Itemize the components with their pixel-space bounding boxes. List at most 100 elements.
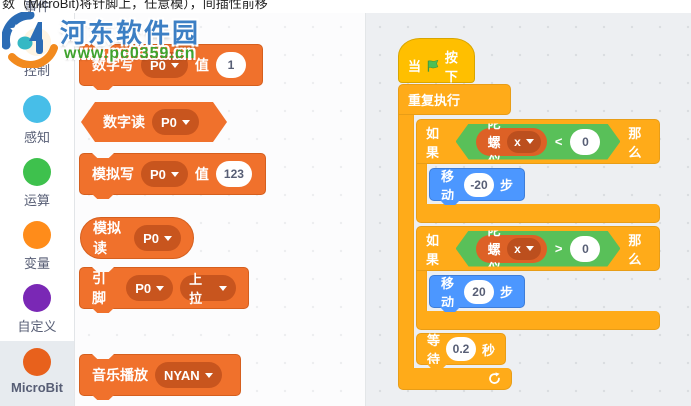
when-flag-clicked-block[interactable]: 当 按下 [398, 38, 475, 84]
sidebar-item-variables[interactable]: 变量 [0, 221, 74, 272]
move-steps-block-2[interactable]: 移动 20 步 [429, 275, 525, 310]
sidebar-item-label: 变量 [23, 256, 50, 271]
block-label: 音乐播放 [92, 367, 148, 383]
tune-dropdown[interactable]: NYAN [155, 362, 222, 388]
palette-block-digital-write[interactable]: 数字写 P0 值 1 [79, 44, 263, 86]
axis-dropdown[interactable]: x [507, 238, 541, 260]
block-palette: 数字写 P0 值 1 数字读 P0 模拟写 P0 [75, 13, 366, 406]
pin-dropdown[interactable]: P0 [152, 109, 199, 135]
palette-block-pin-mode[interactable]: 引脚 P0 上拉 [79, 267, 249, 309]
dropdown-caret-icon [170, 171, 179, 177]
block-label: 步 [499, 178, 513, 193]
block-label: 那么 [628, 125, 642, 160]
pin-dropdown-value: P0 [143, 230, 159, 246]
if-block-spine [416, 271, 427, 311]
sidebar-item-operators[interactable]: 运算 [0, 158, 74, 209]
sidebar-item-label: 运算 [23, 193, 50, 208]
palette-block-analog-read[interactable]: 模拟读 P0 [80, 217, 194, 259]
green-flag-icon [427, 59, 439, 72]
if-block-bottom-arm [416, 204, 660, 223]
script-stack: 当 按下 重复执行 [398, 38, 660, 390]
palette-block-analog-write[interactable]: 模拟写 P0 值 123 [79, 153, 266, 195]
block-label: 陀螺仪 [487, 223, 501, 276]
category-sidebar: 事件 控制 感知 运算 变量 自定义 [0, 0, 75, 406]
category-color-dot [23, 221, 51, 249]
operator-symbol: > [554, 241, 563, 256]
wait-value-input[interactable]: 0.2 [446, 337, 477, 361]
compare-value-input[interactable]: 0 [570, 236, 600, 262]
mode-dropdown[interactable]: 上拉 [180, 272, 236, 306]
dropdown-caret-icon [164, 235, 172, 241]
condition-hexagon[interactable]: 陀螺仪 x > 0 [456, 231, 621, 267]
forever-block-header[interactable]: 重复执行 [398, 84, 511, 115]
palette-block-digital-read[interactable]: 数字读 P0 [81, 102, 227, 142]
pin-dropdown[interactable]: P0 [134, 225, 181, 251]
pin-dropdown-value: P0 [135, 280, 152, 296]
block-label: 引脚 [92, 270, 106, 306]
block-label: 如果 [426, 232, 440, 267]
tune-dropdown-value: NYAN [164, 367, 200, 383]
if-block-header[interactable]: 如果 陀螺仪 x [416, 119, 660, 164]
forever-block[interactable]: 重复执行 如果 陀螺仪 [398, 84, 660, 390]
block-label: 数字读 [103, 114, 145, 130]
sidebar-item-myblocks[interactable]: 自定义 [0, 284, 74, 335]
category-color-dot [23, 348, 51, 376]
sidebar-item-sensing[interactable]: 感知 [0, 95, 74, 146]
sidebar-item-control[interactable]: 控制 [0, 28, 74, 79]
block-label: 步 [499, 285, 513, 300]
block-label: 等待 [427, 333, 441, 367]
condition-hexagon[interactable]: 陀螺仪 x < 0 [456, 124, 621, 160]
block-label: 当 [408, 59, 422, 74]
if-block-spine [416, 164, 427, 204]
dropdown-caret-icon [204, 372, 213, 378]
pin-dropdown-value: P0 [150, 166, 166, 182]
if-block-2[interactable]: 如果 陀螺仪 x [416, 226, 660, 330]
dropdown-caret-icon [182, 120, 190, 125]
steps-value-input[interactable]: 20 [463, 279, 494, 304]
page-caption: 数（MicroBit)将针脚上，任意模），间插性前移 [2, 0, 268, 11]
axis-dropdown-value: x [514, 134, 521, 149]
block-label: 值 [194, 166, 209, 182]
block-label: 移动 [441, 275, 455, 310]
block-label: 陀螺仪 [487, 116, 501, 169]
gyroscope-reporter[interactable]: 陀螺仪 x [476, 235, 547, 263]
pin-dropdown[interactable]: P0 [126, 275, 174, 301]
script-canvas[interactable]: 当 按下 重复执行 [366, 13, 691, 406]
axis-dropdown[interactable]: x [507, 131, 541, 153]
sidebar-item-label: 事件 [23, 0, 50, 14]
compare-value-input[interactable]: 0 [570, 129, 600, 155]
sidebar-item-events[interactable]: 事件 [0, 0, 74, 15]
forever-block-bottom-cap [398, 368, 512, 390]
wait-seconds-block[interactable]: 等待 0.2 秒 [416, 333, 506, 367]
palette-block-music-play[interactable]: 音乐播放 NYAN [79, 354, 241, 396]
if-block-header[interactable]: 如果 陀螺仪 x [416, 226, 660, 271]
block-label: 那么 [628, 232, 642, 267]
dropdown-caret-icon [219, 285, 227, 291]
move-steps-block-1[interactable]: 移动 -20 步 [429, 168, 525, 203]
dropdown-caret-icon [526, 139, 534, 144]
block-label: 按下 [444, 49, 458, 84]
if-block-bottom-arm [416, 311, 660, 330]
pin-dropdown[interactable]: P0 [141, 161, 188, 187]
category-color-dot [23, 284, 51, 312]
block-label: 数字写 [92, 57, 134, 73]
block-label: 重复执行 [408, 93, 461, 108]
block-label: 秒 [482, 342, 496, 358]
block-label: 如果 [426, 125, 440, 160]
category-color-dot [23, 158, 51, 186]
dropdown-caret-icon [526, 246, 534, 251]
block-label: 值 [194, 57, 209, 73]
category-color-dot [23, 95, 51, 123]
if-block-1[interactable]: 如果 陀螺仪 x [416, 119, 660, 223]
value-input[interactable]: 123 [215, 161, 252, 187]
gyroscope-reporter[interactable]: 陀螺仪 x [476, 128, 547, 156]
block-label: 移动 [441, 168, 455, 203]
block-label: 模拟读 [93, 220, 121, 256]
steps-value-input[interactable]: -20 [463, 172, 494, 197]
axis-dropdown-value: x [514, 241, 521, 256]
sidebar-item-microbit[interactable]: MicroBit [0, 348, 74, 395]
sidebar-item-label: 控制 [23, 63, 50, 78]
block-label: 模拟写 [92, 166, 134, 182]
pin-dropdown[interactable]: P0 [141, 52, 188, 78]
value-input[interactable]: 1 [215, 52, 246, 78]
